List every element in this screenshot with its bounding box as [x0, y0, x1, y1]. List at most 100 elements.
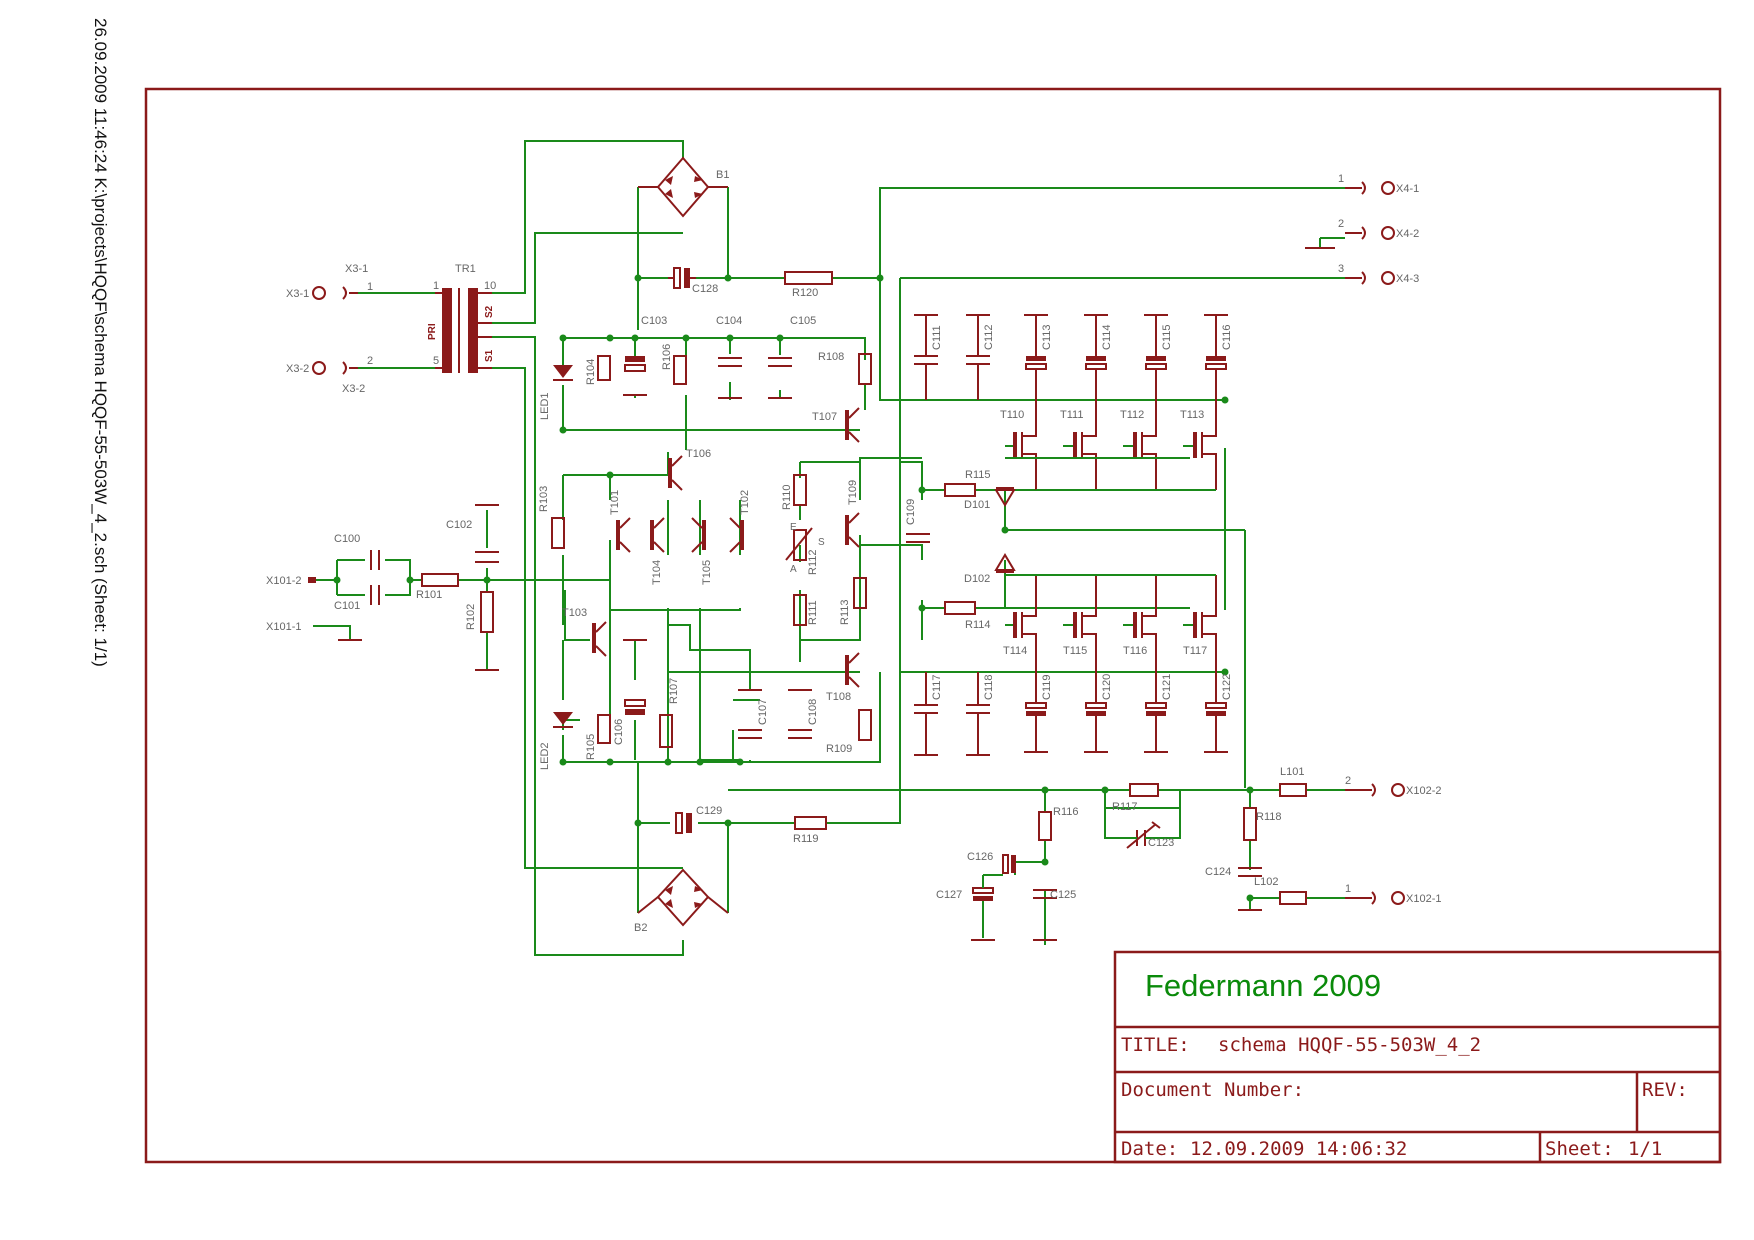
resistor-r117: R117 [1112, 783, 1159, 813]
diode-d101: D101 [964, 487, 1016, 511]
svg-text:C112: C112 [983, 325, 995, 350]
svg-text:T112: T112 [1120, 409, 1144, 421]
capacitor-c122: C122 [1204, 672, 1233, 753]
svg-text:C125: C125 [1050, 889, 1076, 901]
svg-text:C121: C121 [1161, 674, 1173, 700]
svg-text:2: 2 [1338, 218, 1344, 230]
svg-text:C118: C118 [983, 675, 995, 700]
svg-text:T116: T116 [1123, 645, 1147, 657]
svg-text:C124: C124 [1205, 866, 1231, 878]
capacitor-c100: C100 [334, 533, 380, 570]
resistor-r111: R111 [793, 594, 819, 626]
capacitor-c111: C111 [914, 314, 943, 400]
svg-text:1: 1 [1345, 883, 1351, 895]
svg-text:X3-2: X3-2 [342, 383, 365, 395]
wires [313, 140, 1345, 956]
svg-text:R105: R105 [585, 734, 597, 760]
svg-text:X3-1: X3-1 [345, 263, 368, 275]
trimmer-capacitor-c123: C123 [1104, 808, 1181, 849]
mosfet-t114: T114 [1003, 575, 1037, 672]
date-value: 12.09.2009 14:06:32 [1190, 1138, 1407, 1160]
svg-text:R120: R120 [792, 287, 818, 299]
svg-text:L101: L101 [1280, 766, 1304, 778]
capacitor-c103: C103 [623, 315, 667, 396]
svg-text:R115: R115 [965, 469, 990, 481]
svg-text:X4-2: X4-2 [1396, 228, 1419, 240]
resistor-r101: R101 [416, 573, 459, 601]
bridge-rectifier-b1: B1 [638, 156, 729, 218]
svg-text:C115: C115 [1161, 325, 1173, 350]
svg-text:C123: C123 [1148, 837, 1174, 849]
capacitor-c106: C106 [613, 639, 647, 745]
svg-text:R108: R108 [818, 351, 844, 363]
svg-text:R119: R119 [793, 833, 818, 845]
svg-text:C105: C105 [790, 315, 816, 327]
svg-text:R104: R104 [585, 359, 597, 385]
svg-text:S1: S1 [484, 349, 495, 362]
connector-x3-2: X3-2 X3-2 2 [286, 355, 373, 395]
date-label: Date: [1121, 1138, 1178, 1160]
connector-x102-1: X102-1 1 [1345, 883, 1441, 905]
svg-text:T104: T104 [651, 560, 663, 585]
svg-text:X102-1: X102-1 [1406, 893, 1441, 905]
capacitor-c124: C124 [1205, 866, 1262, 911]
transistor-t101: T101 [609, 490, 631, 553]
svg-text:R102: R102 [465, 604, 477, 630]
bridge-rectifier-b2: B2 [634, 868, 729, 934]
title-label: TITLE: [1121, 1034, 1190, 1056]
svg-text:A: A [790, 564, 797, 575]
capacitor-c117: C117 [914, 672, 943, 756]
mosfet-t113: T113 [1180, 400, 1217, 490]
capacitor-c121: C121 [1144, 672, 1173, 753]
drawing-frame [144, 87, 1722, 1164]
svg-text:R112: R112 [807, 550, 819, 575]
svg-text:R118: R118 [1256, 811, 1281, 823]
mosfet-t117: T117 [1183, 575, 1217, 672]
inductor-l102: L102 [1254, 876, 1307, 905]
svg-text:R116: R116 [1053, 806, 1078, 818]
svg-text:PRI: PRI [427, 323, 438, 340]
capacitor-c120: C120 [1084, 672, 1113, 753]
capacitor-c128: C128 [668, 267, 718, 295]
led-led1: LED1 [539, 365, 573, 420]
connector-x101-2: X101-2 [266, 575, 316, 587]
resistor-r108: R108 [818, 351, 872, 385]
svg-text:C114: C114 [1101, 325, 1113, 350]
svg-text:T105: T105 [701, 560, 713, 585]
transistor-t103: T103 [562, 607, 607, 657]
svg-text:R107: R107 [668, 678, 680, 704]
svg-text:T103: T103 [562, 607, 587, 619]
svg-text:C122: C122 [1221, 674, 1233, 700]
svg-text:2: 2 [1345, 775, 1351, 787]
resistor-r114: R114 [944, 601, 990, 631]
svg-text:C128: C128 [692, 283, 718, 295]
svg-text:C108: C108 [807, 699, 819, 725]
capacitor-c112: C112 [966, 314, 995, 400]
svg-text:X3-2: X3-2 [286, 363, 309, 375]
svg-text:R113: R113 [839, 600, 851, 625]
svg-text:C126: C126 [967, 851, 993, 863]
document-number-label: Document Number: [1121, 1079, 1304, 1101]
transistor-t105: T105 [691, 517, 713, 585]
svg-text:T101: T101 [609, 490, 621, 515]
svg-text:X101-2: X101-2 [266, 575, 301, 587]
svg-text:D102: D102 [964, 573, 990, 585]
resistor-r118: R118 [1243, 807, 1281, 841]
svg-text:C129: C129 [696, 805, 722, 817]
svg-text:T102: T102 [739, 490, 751, 515]
resistor-r115: R115 [944, 469, 990, 497]
svg-text:C113: C113 [1041, 325, 1053, 350]
mosfet-t115: T115 [1063, 575, 1097, 672]
svg-text:X102-2: X102-2 [1406, 785, 1441, 797]
svg-text:R110: R110 [781, 485, 793, 510]
svg-text:T114: T114 [1003, 645, 1027, 657]
svg-text:1: 1 [367, 281, 373, 293]
svg-text:C119: C119 [1041, 675, 1053, 700]
svg-text:T111: T111 [1060, 409, 1083, 421]
svg-text:T106: T106 [686, 448, 711, 460]
capacitor-c114: C114 [1084, 314, 1113, 400]
connector-x102-2: X102-2 2 [1345, 775, 1441, 797]
resistor-r105: R105 [585, 714, 611, 760]
led-led2: LED2 [539, 712, 573, 770]
svg-text:C107: C107 [757, 699, 769, 725]
